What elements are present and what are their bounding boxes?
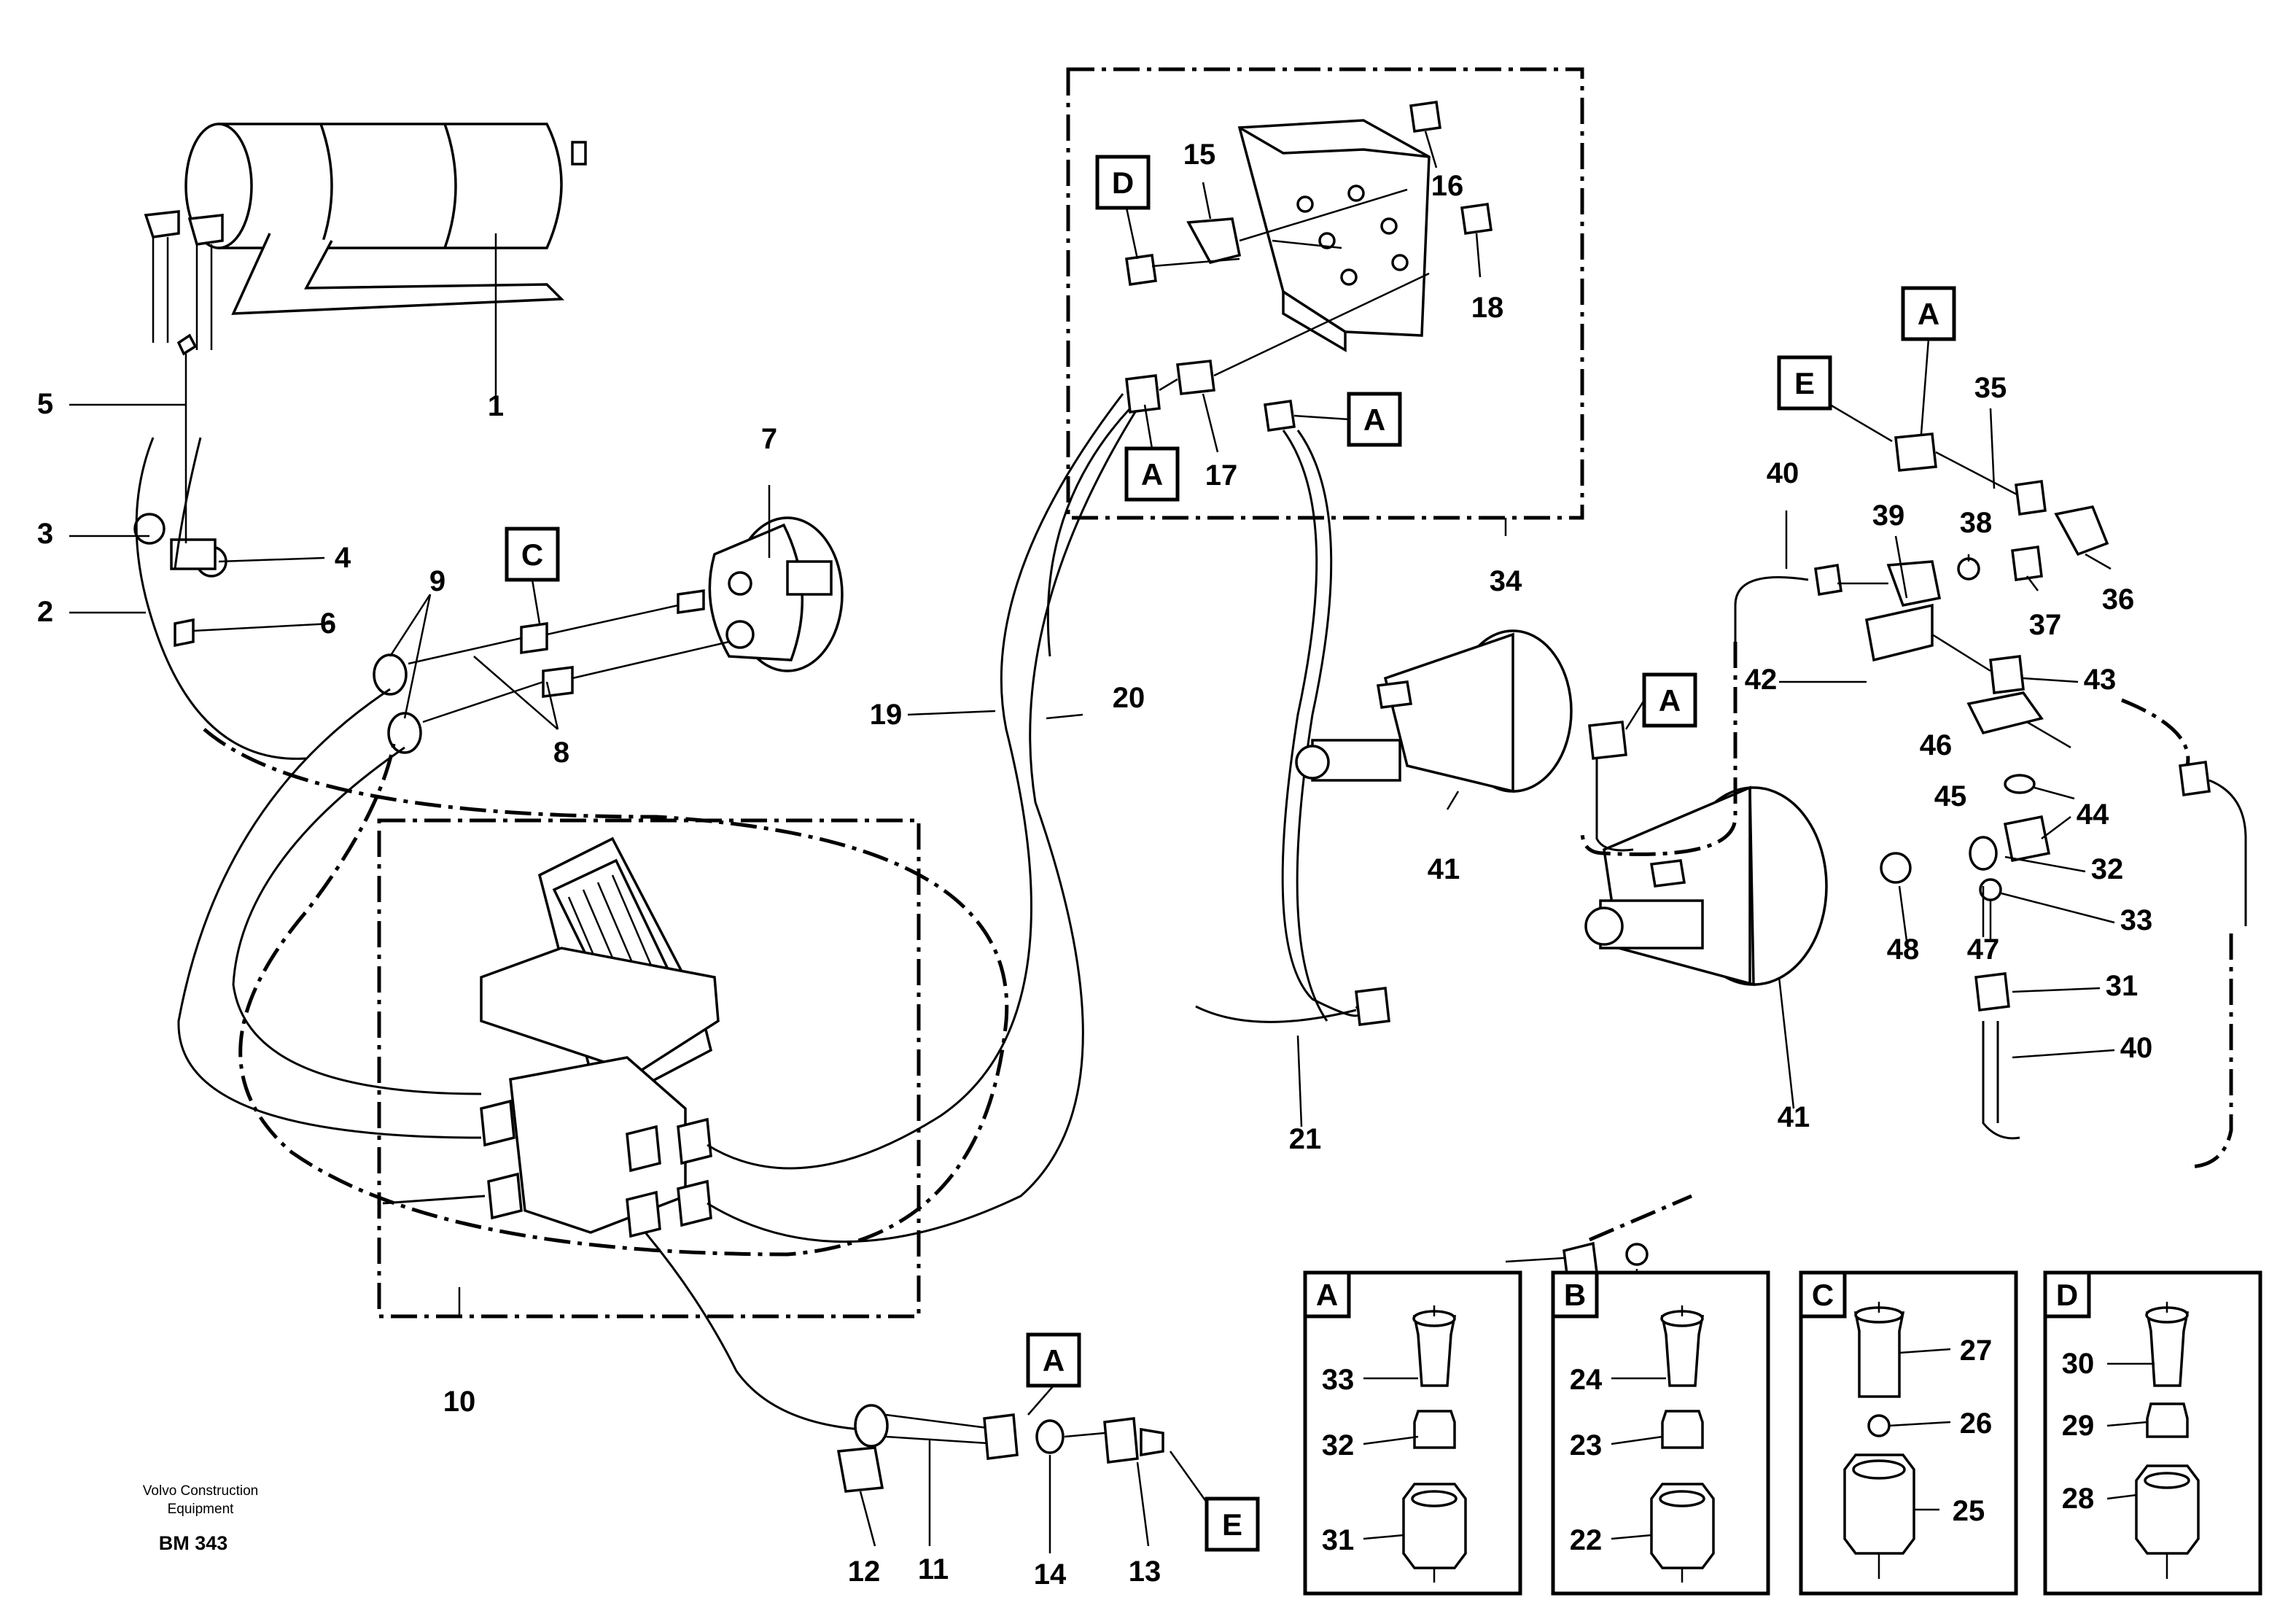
detail-box-b: B 24 23 22 [1551,1270,1770,1596]
ref-box-e-bottom: E [1169,1451,1260,1552]
ref-box-a-servo: A [1624,672,1697,730]
callout-48: 48 [1887,933,1920,966]
svg-text:22: 22 [1570,1524,1603,1556]
callout-2: 2 [37,596,53,628]
svg-text:E: E [1222,1507,1242,1542]
relay-valve-bracket [1046,101,1493,1026]
detail-box-d: D 30 29 28 [2043,1270,2262,1596]
assembly-34-frame [1066,67,1584,520]
callout-41-upper: 41 [1428,853,1460,885]
callout-6: 6 [320,607,336,640]
svg-text:24: 24 [1570,1364,1603,1396]
svg-text:30: 30 [2062,1348,2095,1380]
hose-clamp-assembly [133,333,307,760]
callout-8: 8 [553,737,569,769]
detail-box-a: A 33 32 31 [1303,1270,1522,1596]
brake-valve-pedal [382,393,1139,1431]
callout-16: 16 [1431,170,1464,202]
svg-text:A: A [1659,683,1681,718]
brake-servo-lower [1584,785,1828,987]
callout-13: 13 [1129,1556,1161,1588]
callout-46: 46 [1920,729,1953,761]
callout-36: 36 [2102,583,2135,616]
callout-12: 12 [848,1556,881,1588]
svg-text:A: A [1316,1278,1338,1312]
callout-15: 15 [1183,139,1216,171]
callout-10: 10 [443,1386,476,1418]
maker-line-2: Equipment [168,1502,235,1517]
callout-40-lower: 40 [2120,1032,2153,1064]
svg-text:25: 25 [1953,1495,1985,1527]
ref-box-e-top: E [1777,355,1893,443]
dashed-line-route [203,728,1009,1257]
svg-text:31: 31 [1322,1524,1355,1556]
callout-43: 43 [2084,664,2117,696]
callout-35: 35 [1974,372,2007,404]
callout-7: 7 [761,423,777,455]
callout-37: 37 [2029,609,2062,641]
right-fittings [1505,432,2247,1282]
svg-text:D: D [2056,1278,2078,1312]
callout-47: 47 [1967,933,2000,966]
callout-33: 33 [2120,904,2153,936]
svg-text:26: 26 [1960,1408,1993,1440]
svg-text:29: 29 [2062,1410,2095,1442]
callout-40-upper: 40 [1767,457,1799,489]
pressure-gauge [677,516,844,672]
svg-text:33: 33 [1322,1364,1355,1396]
callout-38: 38 [1960,507,1993,539]
ref-box-a-top: A [1901,286,1956,435]
assembly-10-frame [377,818,921,1319]
svg-text:A: A [1918,297,1939,331]
svg-text:28: 28 [2062,1483,2095,1515]
callout-17: 17 [1205,459,1238,492]
svg-text:B: B [1564,1278,1586,1312]
callout-39: 39 [1872,500,1905,532]
detail-box-c: C 27 26 25 [1799,1270,2018,1596]
ref-box-a-34-left: A [1124,404,1180,502]
callout-34: 34 [1490,565,1522,597]
svg-text:E: E [1794,366,1815,400]
callout-11: 11 [918,1553,949,1585]
svg-text:27: 27 [1960,1335,1993,1367]
callout-9: 9 [429,565,445,597]
maker-line-1: Volvo Construction [143,1483,258,1499]
svg-text:23: 23 [1570,1429,1603,1461]
ref-box-d: D [1095,155,1151,260]
callout-42: 42 [1745,664,1778,696]
callout-5: 5 [37,388,53,420]
callout-19: 19 [870,699,903,731]
callout-4: 4 [335,542,351,574]
ref-box-a-34-right: A [1293,392,1402,447]
air-tank [144,123,587,350]
callout-1: 1 [488,390,504,422]
svg-text:C: C [1812,1278,1834,1312]
footer-imprint: Volvo Construction Equipment BM 343 [143,1483,258,1554]
callout-44: 44 [2077,799,2109,831]
callout-45: 45 [1934,780,1967,812]
callout-41-lower: 41 [1778,1101,1810,1133]
svg-text:C: C [521,537,543,572]
svg-text:A: A [1043,1343,1065,1378]
callout-3: 3 [37,518,53,550]
inlet-pipe-assembly [836,1404,1164,1493]
svg-text:32: 32 [1322,1429,1355,1461]
ref-box-c: C [505,527,560,624]
callout-32: 32 [2091,853,2124,885]
ref-box-a-bottom: A [1026,1332,1081,1416]
brake-servo-upper [1295,629,1573,793]
callout-21: 21 [1289,1123,1322,1155]
callout-31: 31 [2106,970,2139,1002]
callout-14: 14 [1034,1558,1067,1591]
callout-20: 20 [1113,682,1145,714]
drawing-code: BM 343 [159,1532,228,1554]
callout-18: 18 [1471,292,1504,324]
svg-text:A: A [1363,403,1385,437]
svg-text:A: A [1141,457,1163,492]
leader-lines [69,131,2115,1553]
svg-text:D: D [1112,166,1134,200]
